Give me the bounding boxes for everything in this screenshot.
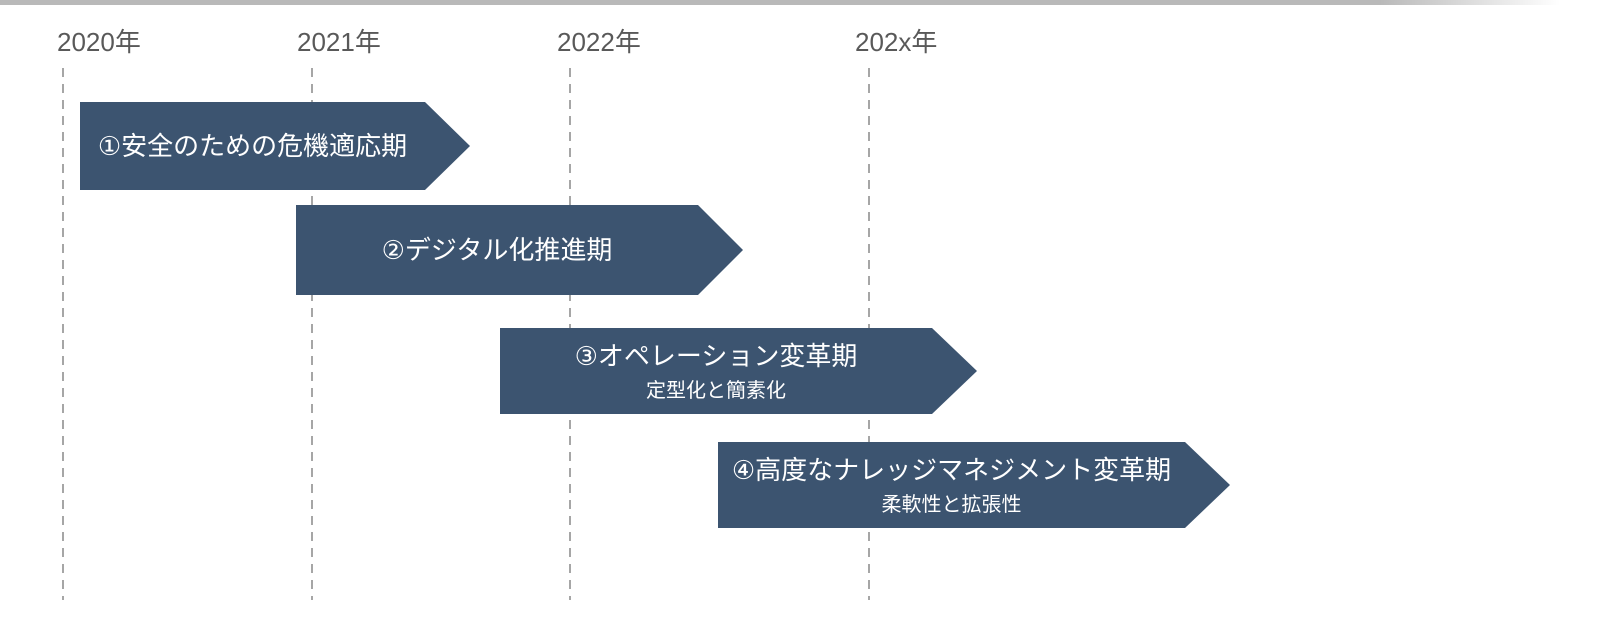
phase-arrow-2: ②デジタル化推進期	[296, 205, 743, 295]
phase-1-label: ①安全のための危機適応期	[97, 131, 408, 161]
phase-3-label: ③オペレーション変革期	[574, 340, 858, 371]
phase-arrow-3: ③オペレーション変革期 定型化と簡素化	[500, 328, 977, 414]
phase-2-label: ②デジタル化推進期	[381, 235, 613, 265]
year-gridline-2021	[311, 68, 313, 600]
year-gridline-2020	[62, 68, 64, 600]
phase-3-sublabel: 定型化と簡素化	[646, 379, 786, 402]
year-label-2022: 2022年	[557, 27, 641, 57]
year-label-202x: 202x年	[855, 27, 938, 57]
year-label-2021: 2021年	[297, 27, 381, 57]
phase-arrow-4: ④高度なナレッジマネジメント変革期 柔軟性と拡張性	[718, 442, 1230, 528]
top-border-line	[0, 0, 1600, 5]
phase-4-label: ④高度なナレッジマネジメント変革期	[731, 454, 1172, 485]
phase-arrow-1: ①安全のための危機適応期	[80, 102, 470, 190]
phase-4-sublabel: 柔軟性と拡張性	[881, 493, 1022, 516]
year-label-2020: 2020年	[57, 27, 141, 57]
